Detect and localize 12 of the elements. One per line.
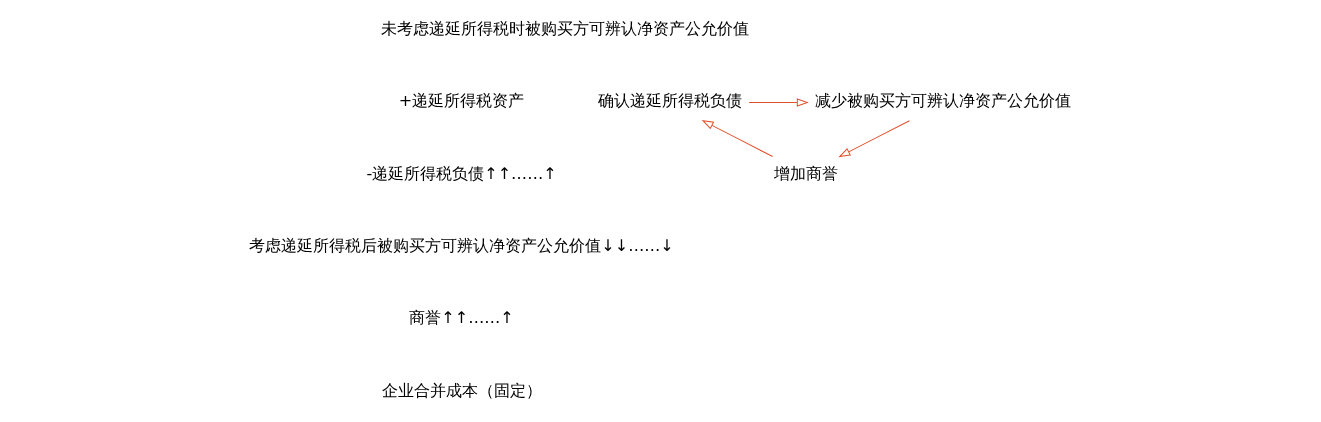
label: 商誉↑↑……↑ [409,308,514,328]
label: 考虑递延所得税后被购买方可辨认净资产公允价值↓↓……↓ [249,235,674,255]
label: +递延所得税资产 [398,91,525,111]
node-text: 增加商誉 [774,163,839,183]
label: -递延所得税负债↑↑……↑ [366,163,557,183]
node-text: 确认递延所得税负债 [597,91,742,111]
label: 企业合并成本（固定） [381,380,542,400]
arrow [839,120,910,158]
node-text: 减少被购买方可辨认净资产公允价值 [814,91,1071,111]
arrow [702,120,774,158]
arrow [748,98,808,107]
label: 未考虑递延所得税时被购买方可辨认净资产公允价值 [381,18,750,38]
